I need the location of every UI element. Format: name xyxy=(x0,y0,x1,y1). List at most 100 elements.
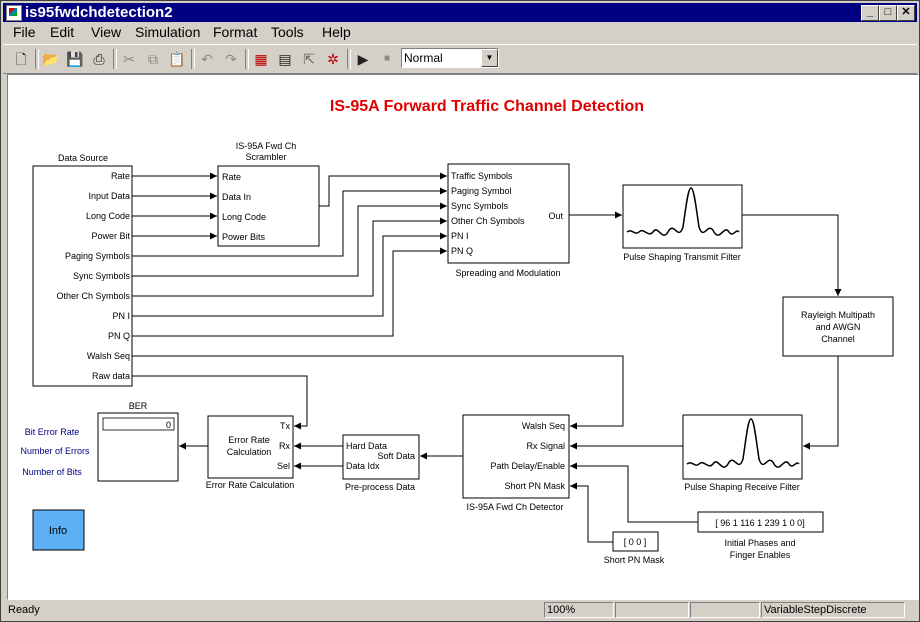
signal-line xyxy=(742,214,842,296)
error-rate-port-rx: Rx xyxy=(279,441,290,451)
error-rate-line2: Calculation xyxy=(227,447,272,457)
error-rate-label: Error Rate Calculation xyxy=(206,480,295,490)
spreading-port-sync: Sync Symbols xyxy=(451,201,509,211)
undo-icon[interactable]: ↶ xyxy=(201,51,213,67)
simulation-mode-select[interactable]: Normal ▼ xyxy=(401,48,499,68)
ber-display-block[interactable]: BER 0 xyxy=(97,401,179,482)
close-button[interactable]: ✕ xyxy=(897,5,915,21)
ber-item-bit-error-rate: Bit Error Rate xyxy=(25,427,80,437)
short-pn-mask-label: Short PN Mask xyxy=(604,555,665,565)
stop-simulation-icon[interactable]: ■ xyxy=(383,53,391,64)
preprocess-port-hard-data: Hard Data xyxy=(346,441,387,451)
menu-format[interactable]: Format xyxy=(213,24,258,40)
channel-label-line2: and AWGN xyxy=(816,322,861,332)
signal-line xyxy=(319,172,447,207)
signal-line xyxy=(132,247,447,337)
signal-line xyxy=(132,375,308,430)
signal-line xyxy=(570,462,698,523)
scrambler-port-rate: Rate xyxy=(222,172,241,182)
detector-port-walsh: Walsh Seq xyxy=(522,421,565,431)
sinc-waveform-icon xyxy=(686,418,800,468)
spreading-port-out: Out xyxy=(548,211,563,221)
menu-simulation[interactable]: Simulation xyxy=(135,24,201,40)
port-input-data: Input Data xyxy=(88,191,130,201)
signal-line xyxy=(132,187,447,257)
error-rate-line1: Error Rate xyxy=(228,435,270,445)
error-rate-block[interactable]: Error Rate Calculation Tx Rx Sel Error R… xyxy=(206,415,295,490)
spreading-label: Spreading and Modulation xyxy=(455,268,560,278)
scrambler-block[interactable]: IS-95A Fwd Ch Scrambler Rate Data In Lon… xyxy=(217,141,320,247)
redo-icon[interactable]: ↷ xyxy=(225,51,237,67)
print-icon[interactable]: ⎙ xyxy=(93,51,105,67)
sinc-waveform-icon xyxy=(626,187,740,236)
status-ready: Ready xyxy=(8,604,40,616)
spreading-modulation-block[interactable]: Traffic Symbols Paging Symbol Sync Symbo… xyxy=(447,163,570,278)
port-other-ch-symbols: Other Ch Symbols xyxy=(56,291,130,301)
scrambler-port-power-bits: Power Bits xyxy=(222,232,266,242)
menu-file[interactable]: File xyxy=(13,24,36,40)
cut-icon[interactable]: ✂ xyxy=(123,51,135,67)
start-simulation-icon[interactable]: ▶ xyxy=(357,51,369,67)
error-rate-port-tx: Tx xyxy=(280,421,290,431)
ber-value: 0 xyxy=(166,420,171,430)
status-panel-empty xyxy=(690,602,760,618)
info-block[interactable]: Info xyxy=(32,509,85,551)
model-browser-icon[interactable]: ▤ xyxy=(278,51,292,67)
toolbar-separator xyxy=(35,49,39,69)
info-label: Info xyxy=(49,525,67,537)
ber-item-number-of-errors: Number of Errors xyxy=(20,446,90,456)
menu-view[interactable]: View xyxy=(91,24,122,40)
port-sync-symbols: Sync Symbols xyxy=(73,271,131,281)
save-icon[interactable]: 💾 xyxy=(66,51,84,67)
menu-help[interactable]: Help xyxy=(322,24,351,40)
tx-filter-block[interactable]: Pulse Shaping Transmit Filter xyxy=(622,184,743,262)
debugger-icon[interactable]: ✲ xyxy=(327,51,339,67)
new-model-icon[interactable]: 🗋 xyxy=(15,51,27,67)
toolbar-separator xyxy=(191,49,195,69)
chevron-down-icon[interactable]: ▼ xyxy=(481,49,498,67)
model-canvas[interactable]: IS-95A Forward Traffic Channel Detection… xyxy=(7,74,919,600)
go-to-parent-icon[interactable]: ⇱ xyxy=(303,51,315,67)
data-source-block[interactable]: Data Source Rate Input Data Long Code Po… xyxy=(32,153,133,387)
simulink-model-icon xyxy=(6,5,22,21)
error-rate-port-sel: Sel xyxy=(277,461,290,471)
port-paging-symbols: Paging Symbols xyxy=(65,251,131,261)
menu-tools[interactable]: Tools xyxy=(271,24,304,40)
toolbar-separator xyxy=(347,49,351,69)
signal-line xyxy=(803,356,839,450)
maximize-button[interactable]: □ xyxy=(879,5,897,21)
detector-port-rx-signal: Rx Signal xyxy=(526,441,565,451)
preprocess-block[interactable]: Hard Data Data Idx Soft Data Pre-process… xyxy=(342,434,420,492)
rx-filter-block[interactable]: Pulse Shaping Receive Filter xyxy=(682,414,803,492)
port-power-bit: Power Bit xyxy=(91,231,130,241)
signal-line xyxy=(132,355,624,430)
status-zoom: 100% xyxy=(544,602,614,618)
copy-icon[interactable]: ⧉ xyxy=(148,51,158,67)
status-bar: Ready 100% VariableStepDiscrete xyxy=(3,601,917,619)
channel-label-line3: Channel xyxy=(821,334,855,344)
short-pn-mask-block[interactable]: [ 0 0 ] Short PN Mask xyxy=(604,531,665,565)
initial-phases-line1: Initial Phases and xyxy=(724,538,795,548)
spreading-port-pn-q: PN Q xyxy=(451,246,473,256)
toolbar: 🗋 📂 💾 ⎙ ✂ ⧉ 📋 ↶ ↷ ▦ ▤ ⇱ ✲ ▶ ■ xyxy=(3,44,917,74)
detector-block[interactable]: Walsh Seq Rx Signal Path Delay/Enable Sh… xyxy=(462,414,570,512)
toolbar-separator xyxy=(245,49,249,69)
scrambler-label-line2: Scrambler xyxy=(245,152,286,162)
menu-bar: File Edit View Simulation Format Tools H… xyxy=(3,23,917,42)
port-rate: Rate xyxy=(111,171,130,181)
open-folder-icon[interactable]: 📂 xyxy=(42,51,60,67)
library-browser-icon[interactable]: ▦ xyxy=(254,51,268,67)
minimize-button[interactable]: _ xyxy=(861,5,879,21)
initial-phases-block[interactable]: [ 96 1 116 1 239 1 0 0] Initial Phases a… xyxy=(697,511,824,560)
paste-icon[interactable]: 📋 xyxy=(168,51,186,67)
channel-label-line1: Rayleigh Multipath xyxy=(801,310,875,320)
short-pn-mask-value: [ 0 0 ] xyxy=(624,537,647,547)
detector-label: IS-95A Fwd Ch Detector xyxy=(466,502,563,512)
menu-edit[interactable]: Edit xyxy=(50,24,75,40)
preprocess-port-data-idx: Data Idx xyxy=(346,461,380,471)
initial-phases-line2: Finger Enables xyxy=(730,550,791,560)
detector-port-short-pn: Short PN Mask xyxy=(504,481,565,491)
preprocess-label: Pre-process Data xyxy=(345,482,415,492)
channel-block[interactable]: Rayleigh Multipath and AWGN Channel xyxy=(782,296,894,357)
title-bar: is95fwdchdetection2 _ □ ✕ xyxy=(3,3,917,22)
